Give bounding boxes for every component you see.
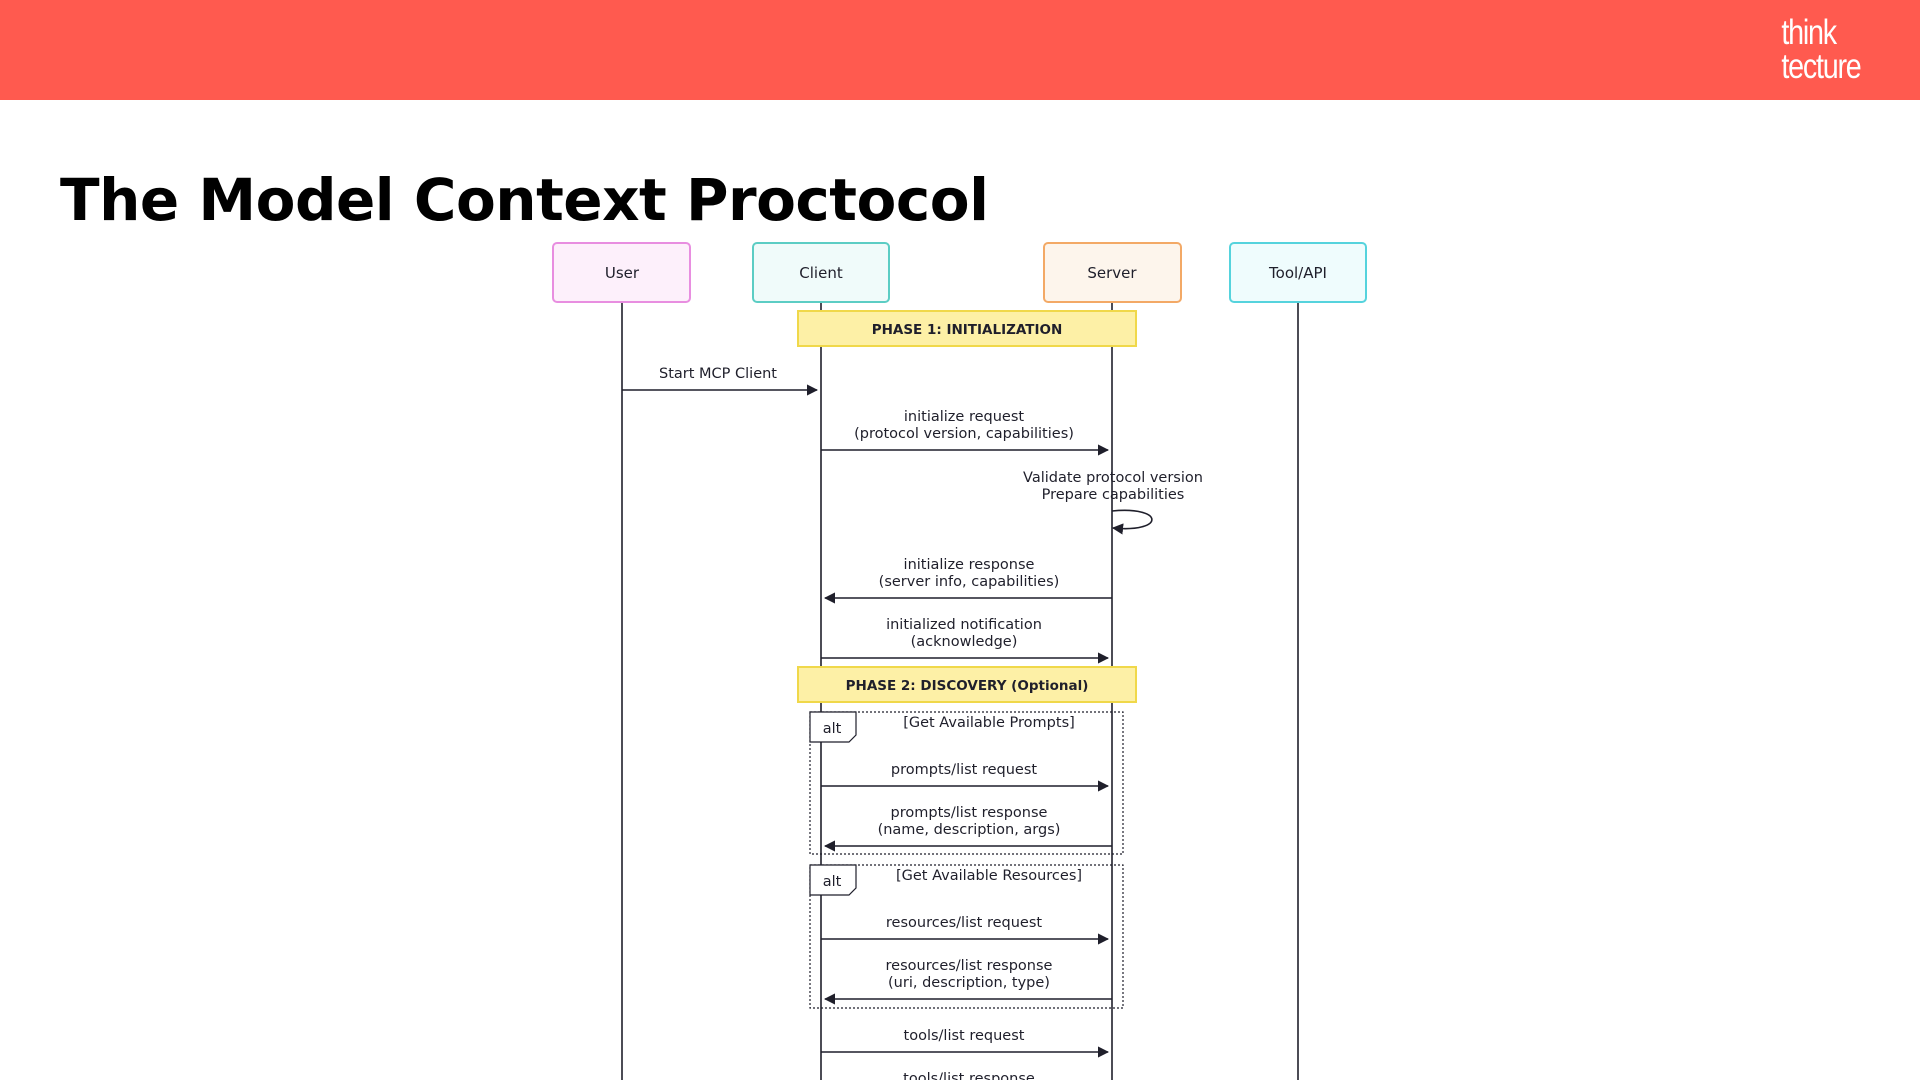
message-label: Start MCP Client — [659, 366, 777, 382]
message-label: resources/list request — [886, 915, 1042, 931]
message-prompts-list-response: prompts/list response (name, description… — [823, 805, 1112, 852]
alt-tag-box — [809, 864, 857, 896]
message-label: (acknowledge) — [911, 634, 1018, 650]
message-start-mcp-client: Start MCP Client — [622, 366, 819, 396]
message-label: prompts/list response — [891, 805, 1048, 821]
message-resources-list-response: resources/list response (uri, descriptio… — [823, 958, 1112, 1005]
phase-1-label: PHASE 1: INITIALIZATION — [872, 322, 1063, 338]
participant-user: User — [552, 242, 691, 303]
message-prompts-list-request: prompts/list request — [821, 762, 1110, 792]
message-label: (protocol version, capabilities) — [854, 426, 1074, 442]
message-label: Validate protocol version — [1023, 470, 1203, 486]
logo-line-1: think — [1780, 13, 1837, 52]
alt-condition-label: [Get Available Prompts] — [903, 715, 1075, 731]
alt-tag-box — [809, 711, 857, 743]
message-tools-list-request: tools/list request — [821, 1028, 1110, 1058]
participant-server: Server — [1043, 242, 1182, 303]
phase-1-banner: PHASE 1: INITIALIZATION — [797, 310, 1137, 347]
phase-2-banner: PHASE 2: DISCOVERY (Optional) — [797, 666, 1137, 703]
participant-tool-api: Tool/API — [1229, 242, 1367, 303]
alt-block-resources: alt [Get Available Resources] — [809, 864, 1124, 1009]
message-label: initialize request — [904, 409, 1024, 425]
message-label: (uri, description, type) — [888, 975, 1050, 991]
message-label: (name, description, args) — [878, 822, 1061, 838]
participant-client-label: Client — [799, 264, 843, 282]
message-label: initialized notification — [886, 617, 1042, 633]
message-label: (server info, capabilities) — [879, 574, 1060, 590]
message-label: Prepare capabilities — [1042, 487, 1185, 503]
phase-2-label: PHASE 2: DISCOVERY (Optional) — [846, 678, 1089, 694]
message-initialize-response: initialize response (server info, capabi… — [823, 557, 1112, 604]
message-label: tools/list request — [904, 1028, 1025, 1044]
message-tools-list-response: tools/list response — [903, 1071, 1035, 1080]
logo-line-2: tecture — [1780, 47, 1861, 86]
alt-tag-label: alt — [823, 721, 842, 737]
participant-server-label: Server — [1087, 264, 1137, 282]
slide-title: The Model Context Proctocol — [60, 166, 989, 234]
thinktecture-logo: think tecture — [1780, 13, 1861, 86]
participant-user-label: User — [605, 264, 640, 282]
message-initialized-notification: initialized notification (acknowledge) — [821, 617, 1110, 664]
message-label: resources/list response — [886, 958, 1053, 974]
alt-condition-label: [Get Available Resources] — [896, 868, 1082, 884]
alt-block-prompts: alt [Get Available Prompts] — [809, 711, 1124, 855]
message-label: tools/list response — [903, 1071, 1035, 1080]
alt-tag-label: alt — [823, 874, 842, 890]
self-loop-arrow — [1111, 509, 1153, 535]
message-label: initialize response — [904, 557, 1035, 573]
message-validate-self: Validate protocol version Prepare capabi… — [1023, 470, 1203, 535]
message-initialize-request: initialize request (protocol version, ca… — [821, 409, 1110, 456]
participant-client: Client — [752, 242, 890, 303]
message-label: prompts/list request — [891, 762, 1038, 778]
header-bar: think tecture — [0, 0, 1920, 100]
message-resources-list-request: resources/list request — [821, 915, 1110, 945]
participant-tool-api-label: Tool/API — [1268, 264, 1327, 282]
